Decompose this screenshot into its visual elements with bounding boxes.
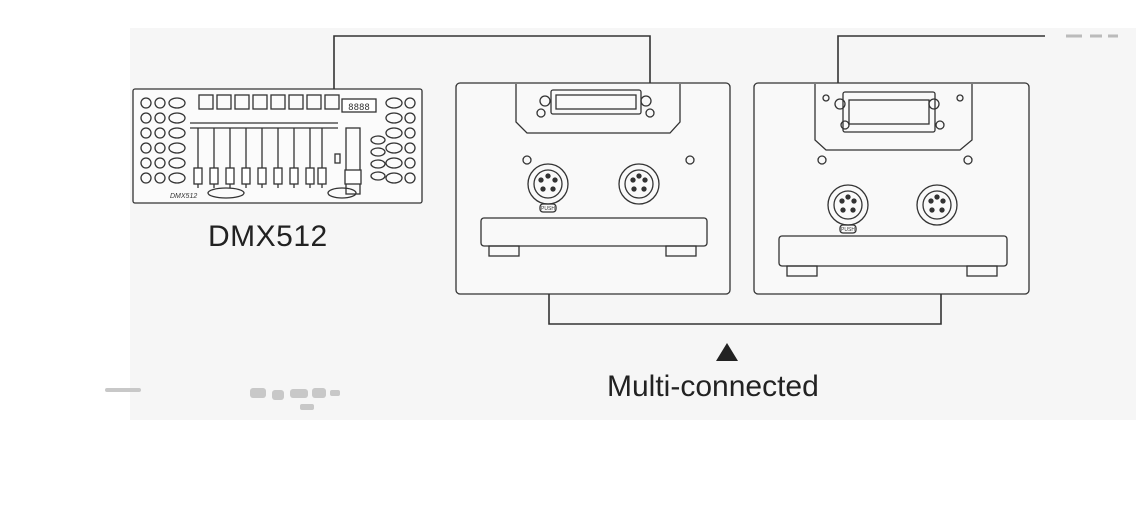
push-tag-2: PUSH (841, 227, 855, 233)
faded-text-artifact (105, 388, 340, 410)
top-margin (0, 0, 1136, 28)
controller-scene-buttons (198, 94, 340, 110)
up-triangle-icon (716, 343, 738, 361)
dmx-out-port-2 (916, 184, 958, 226)
controller-display (341, 98, 377, 113)
svg-text:8888: 8888 (348, 103, 370, 113)
controller-faders (193, 127, 362, 195)
dmx-controller: 8888 DMX512 (132, 88, 423, 204)
dmx-out-port-1 (618, 163, 660, 205)
controller-right-buttons (370, 97, 416, 184)
fixture-1 (455, 82, 731, 295)
controller-left-buttons (140, 97, 186, 184)
fixture-2 (753, 82, 1030, 295)
dmx-in-port-1 (527, 163, 569, 213)
dmx-in-port-2 (827, 184, 869, 234)
left-margin (0, 0, 130, 520)
controller-label: DMX512 (208, 220, 328, 253)
multi-connected-caption: Multi-connected (607, 370, 819, 403)
push-tag-1: PUSH (541, 206, 555, 212)
svg-text:DMX512: DMX512 (170, 193, 197, 200)
